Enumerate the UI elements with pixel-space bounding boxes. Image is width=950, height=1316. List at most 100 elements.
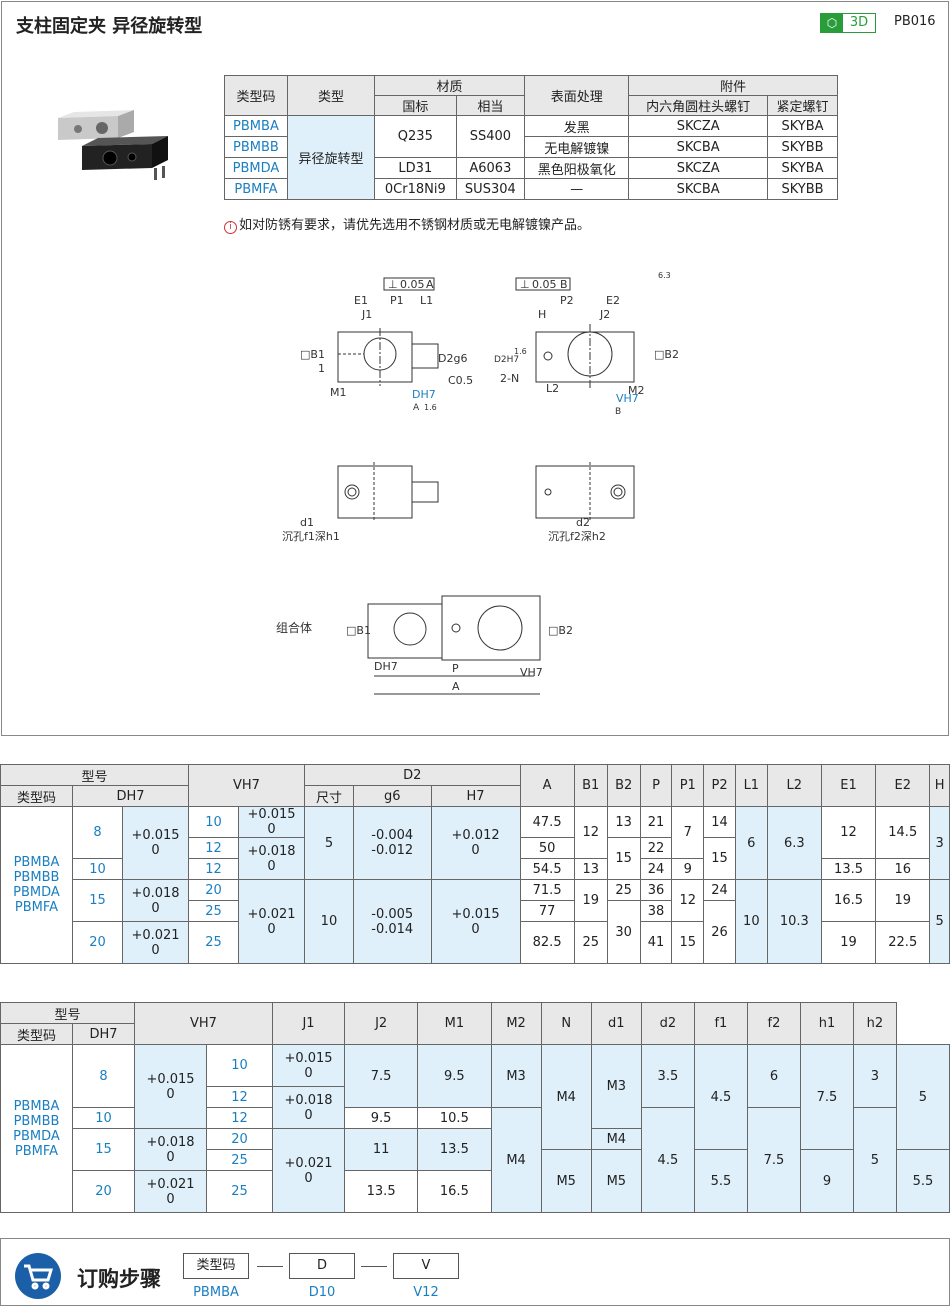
cell: +0.018 0 bbox=[122, 879, 189, 922]
dim-e2: E2 bbox=[606, 294, 620, 307]
cell: 20 bbox=[188, 879, 239, 901]
cell: 19 bbox=[573, 879, 608, 922]
th-d1: d1 bbox=[590, 1002, 642, 1045]
cell: 3.5 bbox=[640, 1044, 695, 1108]
cell: 3 bbox=[929, 806, 950, 880]
order-title: 订购步骤 bbox=[77, 1267, 161, 1291]
tol1-ref: A bbox=[426, 278, 434, 291]
cell: 24 bbox=[703, 879, 736, 901]
dimension-table-2: 型号 VH7 J1 J2 M1 M2 N d1 d2 f1 f2 h1 h2 类… bbox=[0, 1002, 950, 1213]
right-bottom-view: d2 沉孔f2深h2 bbox=[535, 462, 635, 543]
order-steps: 订购步骤 类型码 D V PBMBA D10 V12 bbox=[0, 1238, 950, 1306]
cell: +0.018 0 bbox=[134, 1128, 207, 1171]
cell: 5 bbox=[895, 1044, 950, 1150]
th-surface: 表面处理 bbox=[524, 75, 630, 116]
cell: 25 bbox=[188, 921, 239, 964]
asm-dh7: DH7 bbox=[374, 660, 398, 673]
th-f2: f2 bbox=[746, 1002, 801, 1045]
cell: SKCZA bbox=[628, 157, 768, 179]
cell: 9.5 bbox=[417, 1044, 492, 1108]
order-box-type-code: 类型码 bbox=[183, 1253, 249, 1279]
type-code-link[interactable]: PBMBA bbox=[224, 115, 288, 137]
assembly-label: 组合体 bbox=[276, 620, 312, 635]
cell: 25 bbox=[206, 1170, 273, 1213]
cell: 10 bbox=[72, 1107, 135, 1129]
cell: 30 bbox=[606, 900, 641, 964]
cell: 54.5 bbox=[519, 858, 575, 880]
assembly-view: 组合体 □B1 □B2 DH7 P VH7 A bbox=[276, 595, 573, 695]
asm-vh7: VH7 bbox=[520, 666, 543, 679]
cell: 77 bbox=[519, 900, 575, 922]
cell: 4.5 bbox=[640, 1107, 695, 1213]
cell: 24 bbox=[639, 858, 673, 880]
th-type-code: 类型码 bbox=[224, 75, 288, 116]
tol2-ref: B bbox=[560, 278, 568, 291]
th-screw2: 紧定螺钉 bbox=[766, 95, 839, 116]
cell: 10 bbox=[304, 879, 354, 964]
asm-a: A bbox=[452, 680, 460, 693]
cell: SKYBB bbox=[766, 178, 839, 200]
cell: 9.5 bbox=[343, 1107, 419, 1129]
3d-button[interactable]: ⬡ 3D bbox=[820, 13, 876, 33]
th-v: VH7 bbox=[188, 764, 305, 807]
table-row: 20 +0.021 0 25 82.5 25 41 15 19 22.5 bbox=[1, 921, 950, 964]
cell: 13.5 bbox=[343, 1170, 419, 1213]
table-row: 10 12 9.5 10.5 M4 4.5 7.5 5 bbox=[1, 1107, 950, 1213]
cell: 9 bbox=[671, 858, 705, 880]
th-size: 尺寸 bbox=[304, 785, 354, 807]
cell: SKCZA bbox=[628, 115, 768, 137]
cell: 10.3 bbox=[766, 879, 822, 964]
rough-16: 1.6 bbox=[424, 403, 437, 412]
note-text: 如对防锈有要求，请优先选用不锈钢材质或无电解镀镍产品。 bbox=[239, 218, 591, 233]
right-view: ⊥ 0.05 B 6.3 P2 E2 H J2 D2H7 1.6 2-N L2 … bbox=[494, 271, 679, 417]
th-b1: B1 bbox=[573, 764, 608, 807]
cell: 10 bbox=[734, 879, 768, 964]
cell: LD31 bbox=[374, 157, 457, 179]
info-icon: i bbox=[224, 221, 237, 234]
tol2-value: 0.05 bbox=[532, 278, 557, 291]
dimension-table-1: 型号 VH7 D2 A B1 B2 P P1 P2 L1 L2 E1 E2 H … bbox=[0, 764, 950, 964]
rough-16b: 1.6 bbox=[514, 347, 527, 356]
th-p2: P2 bbox=[703, 764, 736, 807]
order-box-v: V bbox=[393, 1253, 459, 1279]
cell: 82.5 bbox=[519, 921, 575, 964]
cell: 14.5 bbox=[875, 806, 931, 859]
cell: 16.5 bbox=[820, 879, 877, 922]
cell: 12 bbox=[188, 837, 239, 859]
cell: 25 bbox=[573, 921, 608, 964]
cube-icon: ⬡ bbox=[821, 14, 843, 32]
material-table: 类型码 类型 材质 表面处理 附件 国标 相当 内六角圆柱头螺钉 紧定螺钉 PB… bbox=[224, 75, 839, 200]
table-row: 15 +0.018 0 20 +0.021 0 11 13.5 M4 bbox=[1, 1128, 950, 1213]
dim-h: H bbox=[538, 308, 546, 321]
cell: 5 bbox=[304, 806, 354, 880]
cell: +0.018 0 bbox=[238, 837, 305, 880]
cell: M4 bbox=[590, 1128, 642, 1150]
th-l2: L2 bbox=[766, 764, 822, 807]
cell: 20 bbox=[72, 921, 123, 964]
th-type-code: 类型码 bbox=[0, 785, 73, 807]
cap-d1: d1 bbox=[300, 516, 314, 529]
cell: 4.5 bbox=[693, 1044, 748, 1150]
3d-label: 3D bbox=[849, 15, 869, 30]
cell: 10 bbox=[72, 858, 123, 880]
cell: +0.021 0 bbox=[122, 921, 189, 964]
dim-e1: E1 bbox=[354, 294, 368, 307]
cell: SKCBA bbox=[628, 178, 768, 200]
order-example-d: D10 bbox=[308, 1285, 336, 1300]
type-code-link[interactable]: PBMFA bbox=[224, 178, 288, 200]
cell: 12 bbox=[820, 806, 877, 859]
cell: M3 bbox=[490, 1044, 542, 1108]
tol1-symbol: ⊥ bbox=[388, 278, 398, 291]
cell: 22 bbox=[639, 837, 673, 859]
cell: 10.5 bbox=[417, 1107, 492, 1129]
th-m1: M1 bbox=[417, 1002, 492, 1045]
cell: 发黑 bbox=[524, 115, 630, 137]
type-code-link[interactable]: PBMDA bbox=[224, 157, 288, 179]
cell: 7.5 bbox=[799, 1044, 855, 1150]
dim-c05: C0.5 bbox=[448, 374, 473, 387]
cell: — bbox=[524, 178, 630, 200]
type-code-link[interactable]: PBMBB bbox=[224, 136, 288, 158]
cell: SUS304 bbox=[455, 178, 526, 200]
type-value: 异径旋转型 bbox=[286, 115, 376, 200]
